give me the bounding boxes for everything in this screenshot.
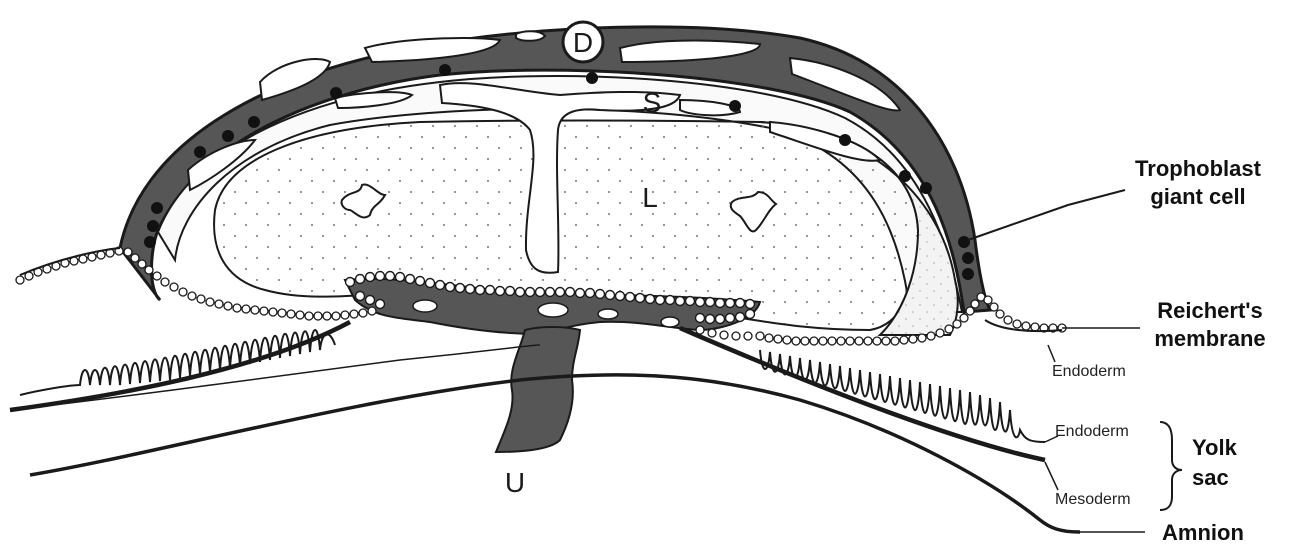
- label-amnion: Amnion: [1162, 520, 1244, 545]
- label-sac: sac: [1192, 465, 1229, 490]
- label-reicherts-1: Reichert's: [1157, 298, 1263, 323]
- label-s: S: [643, 87, 662, 118]
- yolk-sac-brace: [1160, 422, 1182, 510]
- label-yolk: Yolk: [1192, 435, 1238, 460]
- label-l: L: [642, 182, 658, 213]
- label-endoderm-upper: Endoderm: [1052, 363, 1126, 380]
- visceral-endoderm-left: [20, 330, 335, 395]
- label-mesoderm: Mesoderm: [1055, 491, 1131, 508]
- label-d: D: [573, 27, 593, 58]
- leader-lines: [968, 190, 1145, 532]
- label-trophoblast-2: giant cell: [1150, 184, 1245, 209]
- label-u: U: [505, 467, 525, 498]
- label-reicherts-2: membrane: [1154, 326, 1265, 351]
- label-trophoblast-1: Trophoblast: [1135, 156, 1262, 181]
- parietal-yolk-line-left: [10, 322, 350, 410]
- label-endoderm-lower: Endoderm: [1055, 423, 1129, 440]
- visceral-endoderm-right: [760, 350, 1045, 442]
